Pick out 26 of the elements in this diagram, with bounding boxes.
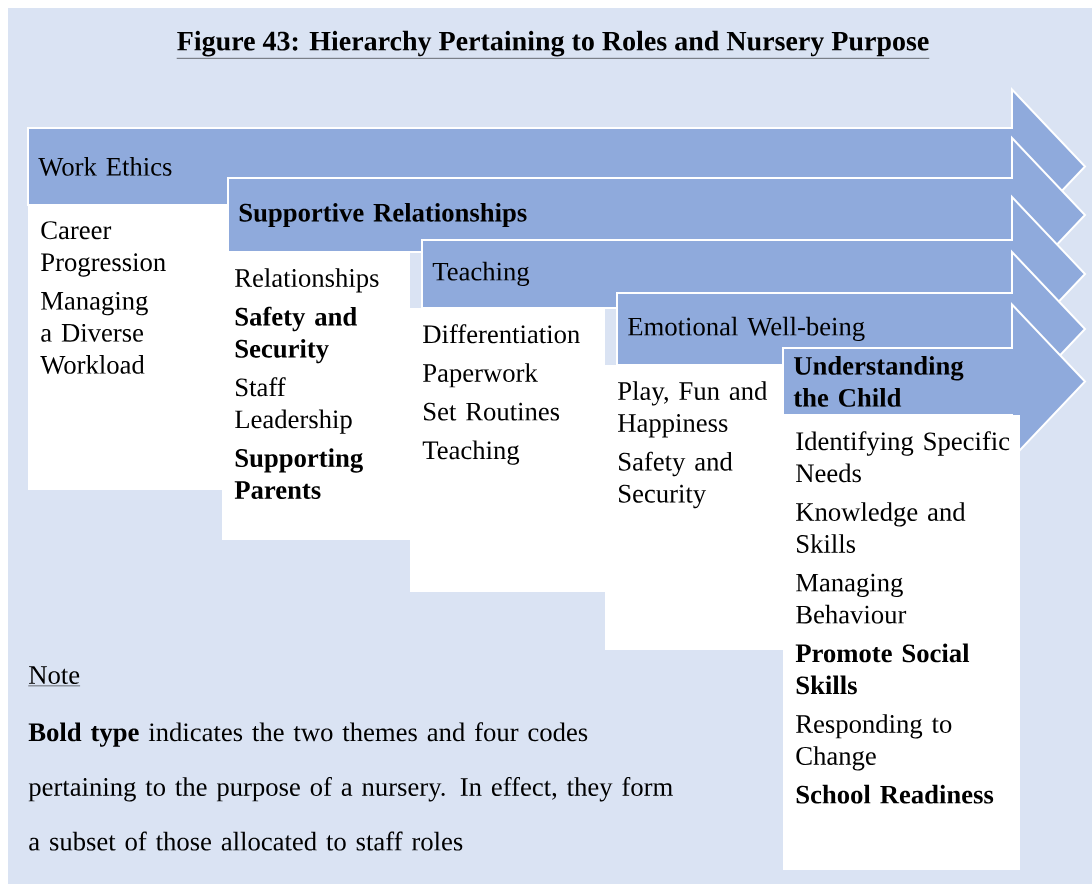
list-box: Relationships Safety and Security Staff Leadership Supporting Parents	[222, 252, 410, 540]
node-label: Staff Leadership	[235, 377, 352, 434]
node-label: Work Ethics	[38, 157, 172, 176]
note-heading: Note	[28, 666, 81, 687]
node-label: Teaching	[422, 440, 520, 465]
node-label: Managing Behaviour	[796, 573, 907, 624]
node-label: Knowledge and Skills	[796, 502, 966, 553]
node-label: Supportive Relationships	[239, 202, 527, 228]
node-label: Promote Social Skills	[795, 643, 970, 695]
node-label: Paperwork	[423, 363, 538, 388]
node-label: Teaching	[432, 261, 530, 287]
node-label: Managing a Diverse Workload	[40, 291, 148, 374]
node-label: Understanding the Child	[793, 356, 964, 407]
node-label: Safety and Security	[235, 306, 357, 364]
node-label: Differentiation	[423, 324, 580, 344]
node-label: School Readiness	[796, 784, 994, 804]
list-box: Differentiation Paperwork Set Routines Teaching	[410, 308, 605, 592]
note-text: Bold type indicates the two themes and four codes pertaining to the purpose of a nursery. In effect, they form a subset of those allocated to staff roles	[28, 722, 673, 851]
node-label: Relationships	[235, 268, 379, 293]
list-box: Play, Fun and Happiness Safety and Security	[605, 365, 783, 650]
node-label: Set Routines	[424, 402, 560, 421]
node-label: Supporting Parents	[234, 448, 363, 500]
list-box: Career Progression Managing a Diverse Workload	[28, 205, 228, 490]
node-label: Responding to Change	[796, 714, 952, 771]
node-label: Safety and Security	[619, 451, 733, 509]
title: Figure 43: Hierarchy Pertaining to Roles and Nursery Purpose	[176, 30, 930, 59]
